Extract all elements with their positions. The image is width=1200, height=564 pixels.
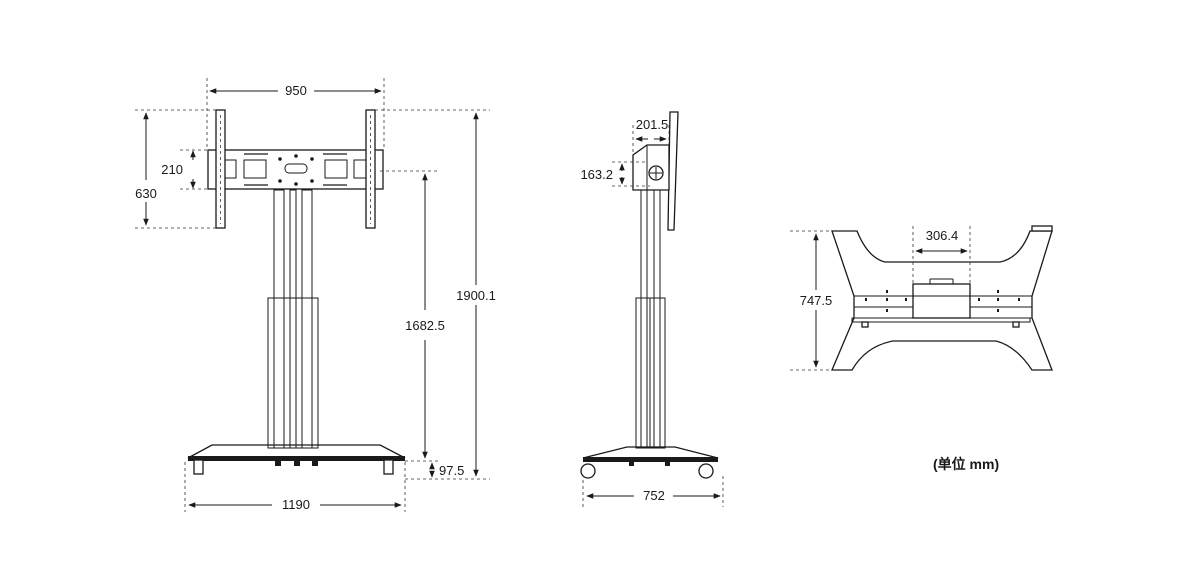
top-view: 306.4 747.5 bbox=[790, 225, 1053, 371]
dim-97-5-label: 97.5 bbox=[439, 463, 464, 478]
side-view: 201.5 163.2 752 bbox=[580, 111, 724, 507]
dim-950-label: 950 bbox=[285, 83, 307, 98]
top-extension-lines bbox=[790, 226, 971, 371]
side-bracket bbox=[632, 144, 670, 191]
dim-306-4-label: 306.4 bbox=[926, 228, 959, 243]
dim-752: 752 bbox=[586, 488, 721, 503]
top-crossbar bbox=[851, 278, 1033, 328]
dim-747-5-label: 747.5 bbox=[800, 293, 833, 308]
side-base bbox=[580, 446, 719, 479]
dim-1682-5: 1682.5 bbox=[405, 173, 445, 459]
dim-630: 630 bbox=[135, 112, 157, 226]
dim-1190-label: 1190 bbox=[282, 497, 310, 512]
dim-1900-1: 1900.1 bbox=[456, 112, 496, 477]
front-vesa-arms bbox=[215, 109, 376, 229]
dim-1682-5-label: 1682.5 bbox=[405, 318, 445, 333]
dim-306-4: 306.4 bbox=[915, 228, 968, 254]
dim-210-label: 210 bbox=[161, 162, 183, 177]
dim-752-label: 752 bbox=[643, 488, 665, 503]
side-extension-lines bbox=[582, 125, 724, 507]
dim-747-5: 747.5 bbox=[800, 233, 833, 368]
side-display-panel bbox=[667, 111, 679, 231]
dim-630-label: 630 bbox=[135, 186, 157, 201]
dim-1900-1-label: 1900.1 bbox=[456, 288, 496, 303]
dim-210: 210 bbox=[161, 150, 196, 189]
top-base-cap bbox=[1031, 225, 1053, 232]
top-base-outline bbox=[831, 230, 1053, 371]
unit-note: (单位 mm) bbox=[933, 456, 999, 472]
dim-163-2-label: 163.2 bbox=[580, 167, 613, 182]
dim-201-5-label: 201.5 bbox=[636, 117, 669, 132]
front-mount-plate bbox=[207, 149, 384, 190]
dim-201-5: 201.5 bbox=[635, 117, 669, 142]
front-view: 950 210 630 1682.5 1900.1 97.5 bbox=[135, 78, 496, 512]
dim-97-5: 97.5 bbox=[429, 462, 464, 478]
front-column bbox=[267, 189, 319, 449]
dim-163-2: 163.2 bbox=[580, 163, 625, 185]
side-column bbox=[635, 189, 666, 449]
dim-1190: 1190 bbox=[188, 497, 402, 512]
front-base bbox=[187, 444, 406, 475]
dim-950: 950 bbox=[209, 83, 382, 98]
front-extension-lines bbox=[135, 78, 490, 512]
